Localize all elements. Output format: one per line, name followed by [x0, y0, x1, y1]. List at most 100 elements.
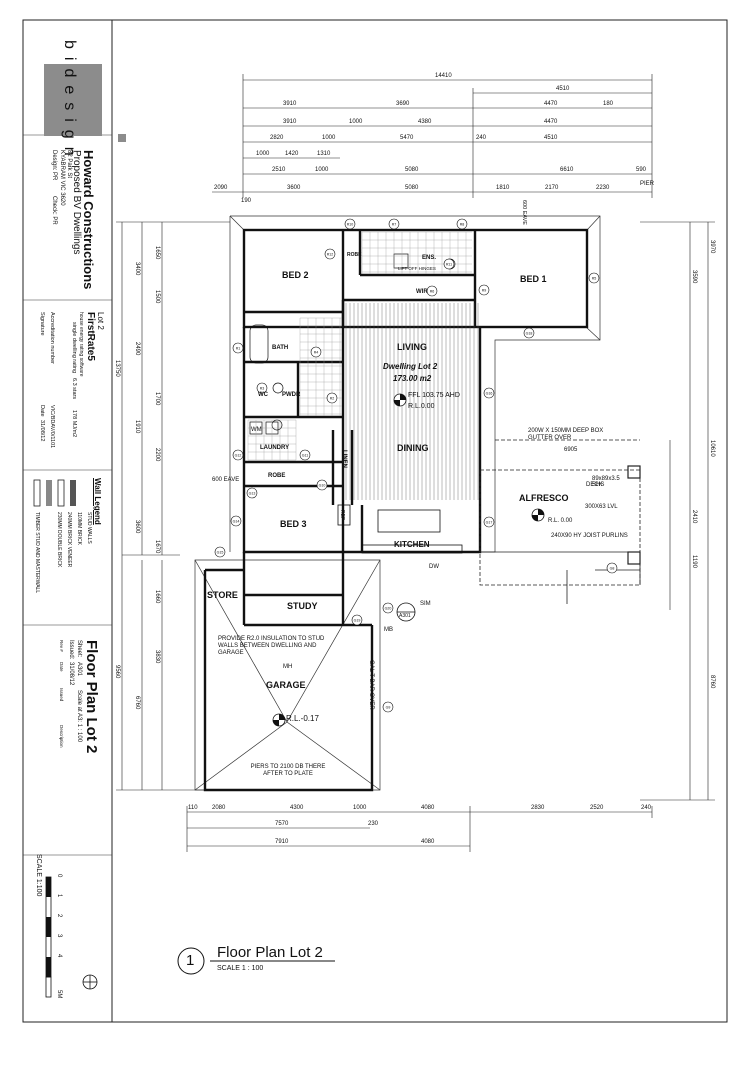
marker-circle	[426, 285, 438, 297]
note-ffl: FFL 103.75 AHD	[408, 392, 460, 399]
marker-circle	[382, 701, 394, 713]
wet-area-tiles	[247, 231, 472, 461]
accreditation-value: VIC/BDAV/0/1101	[49, 405, 55, 449]
dim-bottom-r2-1: 230	[368, 821, 379, 827]
label-wm: WM	[251, 427, 262, 433]
marker-label: R12	[327, 253, 334, 257]
sheet-value: A301	[76, 662, 82, 677]
sheet-border	[22, 19, 728, 1023]
design-by: Design: PR	[51, 150, 57, 181]
marker-circle	[326, 392, 338, 404]
room-wir: WIR	[416, 289, 428, 295]
marker-circle	[344, 218, 356, 230]
room-wc: WC	[258, 392, 268, 398]
marker-circle	[456, 218, 468, 230]
note-dwelling: Dwelling Lot 2	[383, 362, 438, 371]
room-living: LIVING	[397, 342, 428, 352]
marker-circle	[443, 258, 455, 270]
logo-square	[118, 134, 126, 142]
dim-left-r1-3: 3600	[134, 520, 140, 534]
room-robe-mid: ROBE	[268, 473, 286, 479]
marker-label: R7	[392, 223, 397, 227]
scale-bar	[45, 876, 98, 998]
marker-circle	[214, 546, 226, 558]
marker-circle	[256, 382, 268, 394]
marker-circle	[483, 516, 495, 528]
drawing-title: Floor Plan Lot 2	[83, 640, 100, 754]
marker-label: R11	[446, 263, 452, 267]
scale-tick-4: 4	[56, 954, 62, 958]
dim-r2-4: 4470	[544, 119, 558, 125]
brand-logo-text: bidesign	[61, 40, 78, 164]
dim-r4-2: 1420	[285, 151, 299, 157]
dim-left-r2-1: 1500	[154, 290, 160, 304]
dim-r3-0: 2820	[270, 135, 284, 141]
marker-label: G14	[233, 520, 240, 524]
note-insulation: PROVIDE R2.0 INSULATION TO STUD WALLS BE…	[218, 636, 325, 656]
address-line2: KYABRAM VIC 3620	[59, 150, 65, 206]
dim-r2-1: 1000	[349, 119, 363, 125]
room-bed2: BED 2	[282, 270, 309, 280]
dim-right-r2-0: 2410	[691, 510, 697, 524]
dim-r1-0: 3910	[283, 101, 297, 107]
dim-r2-3: 4380	[418, 119, 432, 125]
dim-top-right: 4510	[556, 86, 570, 92]
scale-tick-2: 2	[56, 914, 62, 918]
legend-item-1: STUD WALLS	[86, 512, 92, 544]
kitchen-bench	[337, 504, 463, 554]
garage-walls	[203, 552, 374, 792]
label-mb: MB	[384, 627, 393, 633]
dim-r4-4: 1310	[317, 151, 331, 157]
dim-left-garage-2: 6760	[134, 696, 140, 710]
dim-right-r1-0: 3590	[691, 270, 697, 284]
marker-label: G15	[217, 551, 224, 555]
dim-r2-0: 3910	[283, 119, 297, 125]
marker-label: G20	[385, 607, 392, 611]
dim-left-r1-2: 1910	[134, 420, 140, 434]
note-eave: 600 EAVE	[212, 477, 240, 483]
dim-eave-left: 190	[241, 198, 252, 204]
rev-col-1: Rev #	[59, 640, 64, 652]
room-robe-top: ROBE	[347, 252, 362, 258]
room-alfresco: ALFRESCO	[519, 493, 569, 503]
marker-label: G13	[249, 492, 256, 496]
signature-label: Signature	[39, 312, 45, 336]
dim-bottom-r2-0: 7570	[275, 821, 289, 827]
logo-block	[44, 64, 102, 136]
note-rl-garage: R.L.-0.17	[286, 714, 319, 723]
legend-item-4: 230MM DOUBLE BRICK	[56, 512, 62, 568]
note-rl-alfresco: R.L. 0.00	[548, 518, 573, 524]
dim-r1-8: 4470	[544, 101, 558, 107]
caption-title: Floor Plan Lot 2	[217, 944, 323, 961]
marker-circle	[483, 387, 495, 399]
dim-left-overall: 13750	[114, 360, 120, 377]
marker-label: G19	[354, 619, 361, 623]
dim-r5-6: 6610	[560, 167, 574, 173]
marker-circle	[324, 248, 336, 260]
dim-r3-4: 240	[476, 135, 487, 141]
dim-left-r2-2: 1700	[154, 392, 160, 406]
marker-label: G9	[386, 706, 391, 710]
date-label: Date	[39, 405, 45, 417]
label-dw: DW	[429, 564, 439, 570]
label-ref: REF	[339, 510, 345, 520]
dim-r5-7: 590	[636, 167, 647, 173]
dim-bottom-r3-1: 4080	[421, 839, 435, 845]
dim-bottom-r1-10: 240	[641, 805, 652, 811]
marker-circle	[316, 479, 328, 491]
note-tbar: GAL T-BAR OVER	[368, 660, 374, 710]
dim-r3-2: 1000	[322, 135, 336, 141]
dim-right-r3-0: 8760	[709, 675, 715, 689]
energy-software: FirstRate5	[85, 312, 96, 361]
marker-label: R10	[347, 223, 354, 227]
note-lvl: 300X63 LVL	[585, 504, 618, 510]
dim-bottom-r1-9: 2520	[590, 805, 604, 811]
marker-circle	[232, 449, 244, 461]
dim-r6-7: 2230	[596, 185, 610, 191]
dim-alfresco-width: 6905	[564, 447, 578, 453]
marker-circle	[478, 284, 490, 296]
accreditation-label: Accreditation number	[49, 312, 55, 364]
wall-legend-swatches	[33, 479, 76, 507]
